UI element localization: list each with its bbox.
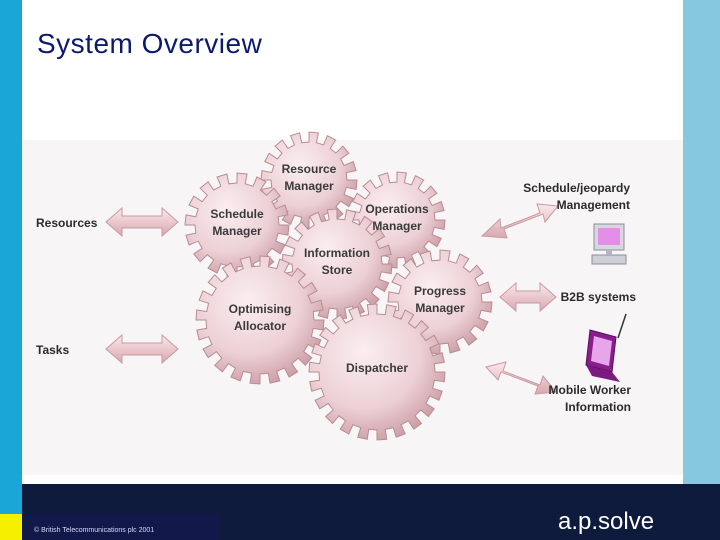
copyright-box: [22, 514, 220, 540]
information-store-label-1: Information: [304, 246, 370, 260]
resources-label: Resources: [36, 216, 98, 230]
right-accent-bar: [683, 0, 720, 484]
schedule-jeopardy-label-1: Schedule/jeopardy: [523, 181, 630, 195]
mobile-arrow: [485, 361, 557, 395]
progress-manager-label-2: Manager: [415, 301, 465, 315]
resources-arrow: [105, 206, 179, 238]
schedule-manager-label-2: Manager: [212, 224, 262, 238]
schedule-arrow: [480, 203, 559, 239]
copyright-text: © British Telecommunications plc 2001: [34, 527, 155, 534]
dispatcher-label-1: Dispatcher: [346, 361, 408, 375]
b2b-arrow: [499, 281, 557, 313]
mobile-worker-label-2: Information: [565, 400, 631, 414]
schedule-manager-label-1: Schedule: [210, 207, 264, 221]
brand-name: a.p.solve: [558, 508, 655, 535]
tasks-label: Tasks: [36, 343, 69, 357]
optimising-allocator-label-1: Optimising: [229, 302, 292, 316]
left-accent-bar: [0, 0, 22, 514]
slide-title: System Overview: [37, 28, 263, 59]
monitor-icon: [591, 223, 627, 265]
tasks-arrow: [105, 333, 179, 365]
operations-manager-label-2: Manager: [372, 219, 422, 233]
left-yellow-block: [0, 514, 22, 540]
schedule-manager-gear: [184, 172, 290, 278]
optimising-allocator-gear: [195, 255, 325, 385]
laptop-icon: [585, 313, 627, 382]
resource-manager-label-2: Manager: [284, 179, 334, 193]
schedule-jeopardy-label-2: Management: [557, 198, 630, 212]
information-store-label-2: Store: [322, 263, 353, 277]
dispatcher-gear: [308, 303, 446, 441]
mobile-worker-label-1: Mobile Worker: [549, 383, 632, 397]
operations-manager-label-1: Operations: [365, 202, 429, 216]
b2b-label-1: B2B systems: [561, 290, 637, 304]
optimising-allocator-label-2: Allocator: [234, 319, 286, 333]
resource-manager-label-1: Resource: [282, 162, 337, 176]
progress-manager-label-1: Progress: [414, 284, 466, 298]
